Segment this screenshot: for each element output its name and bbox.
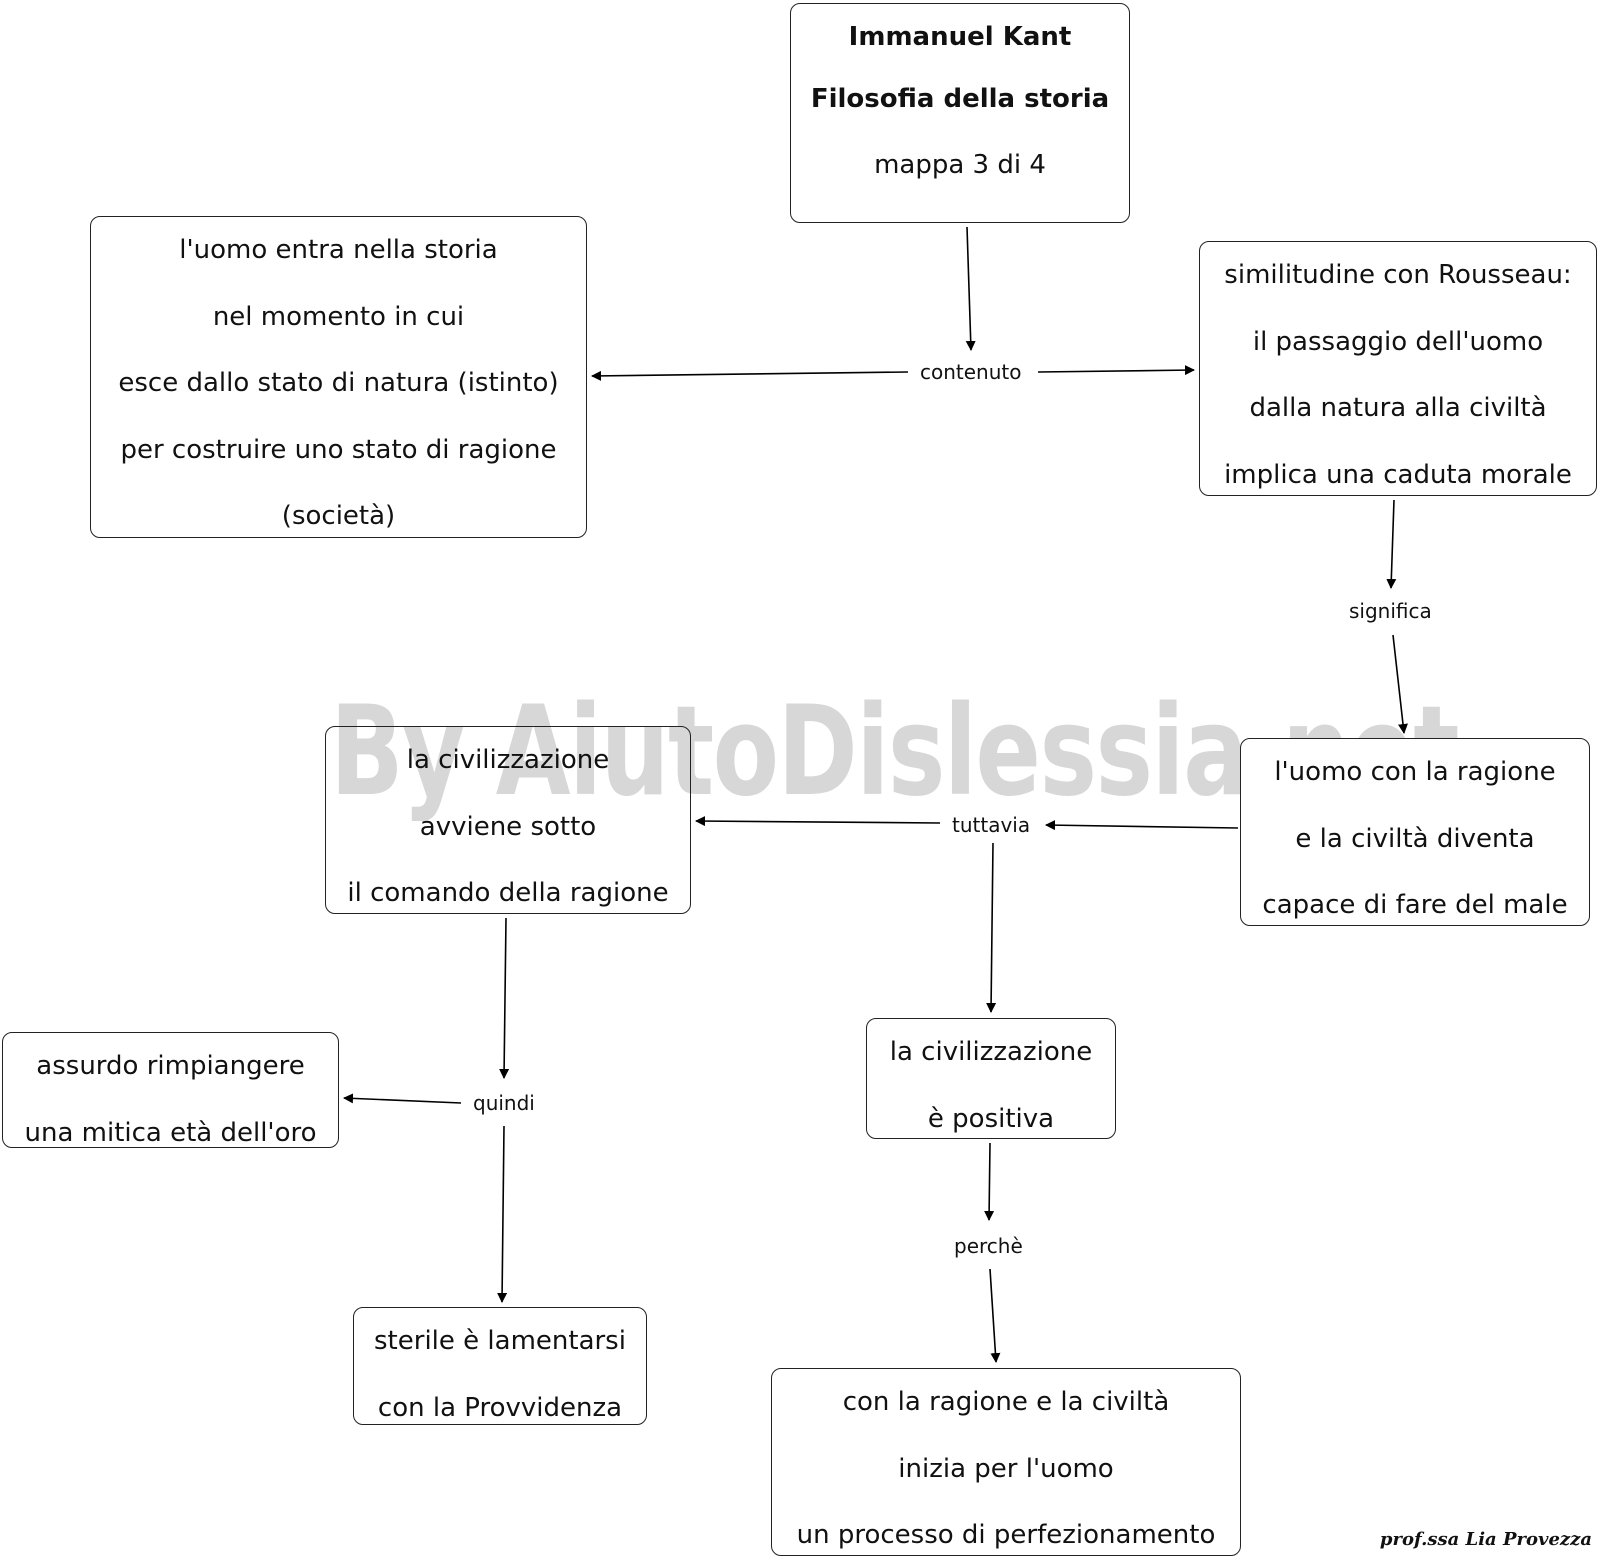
node-line: il comando della ragione — [347, 878, 669, 908]
node-line: inizia per l'uomo — [898, 1453, 1114, 1484]
link-contenuto-rousseau — [1037, 365, 1195, 376]
node-line: la civilizzazione — [406, 745, 610, 775]
link-label-contenuto: contenuto — [914, 359, 1028, 385]
node-rousseau: similitudine con Rousseau: il passaggio … — [1199, 241, 1597, 496]
node-line: la civilizzazione — [889, 1037, 1093, 1067]
node-line: con la Provvidenza — [377, 1392, 623, 1423]
node-title: Immanuel Kant Filosofia della storia map… — [790, 3, 1130, 223]
link-rousseau-significa — [1386, 499, 1397, 589]
link-contenuto-stato-natura — [591, 370, 909, 381]
node-title-subheading: Filosofia della storia — [810, 84, 1110, 114]
node-line: sterile è lamentarsi — [374, 1326, 626, 1356]
node-line: implica una caduta morale — [1224, 459, 1572, 490]
node-eta-oro: assurdo rimpiangere una mitica età dell'… — [2, 1032, 339, 1148]
link-tuttavia-positiva — [986, 842, 997, 1013]
node-line: e la civiltà diventa — [1295, 823, 1535, 854]
link-label-significa: significa — [1343, 598, 1438, 624]
node-line: avviene sotto — [419, 811, 597, 842]
link-label-quindi: quindi — [467, 1090, 541, 1116]
link-quindi-provvidenza — [497, 1125, 508, 1303]
link-comando-quindi — [499, 917, 510, 1079]
link-title-contenuto — [965, 226, 976, 351]
node-line: l'uomo con la ragione — [1274, 757, 1556, 787]
link-significa-male — [1392, 634, 1408, 734]
node-positiva: la civilizzazione è positiva — [866, 1018, 1116, 1139]
node-stato-natura: l'uomo entra nella storia nel momento in… — [90, 216, 587, 538]
node-line: dalla natura alla civiltà — [1249, 393, 1547, 423]
link-perche-perfezionamento — [989, 1268, 1001, 1363]
node-title-map-number: mappa 3 di 4 — [874, 150, 1046, 180]
node-line: (società) — [281, 501, 396, 531]
node-line: l'uomo entra nella storia — [179, 235, 498, 265]
node-line: è positiva — [927, 1103, 1055, 1134]
link-male-tuttavia — [1045, 820, 1239, 831]
link-label-perche: perchè — [948, 1233, 1029, 1259]
node-line: similitudine con Rousseau: — [1224, 260, 1572, 290]
link-quindi-eta-oro — [343, 1093, 462, 1104]
node-provvidenza: sterile è lamentarsi con la Provvidenza — [353, 1307, 647, 1425]
author-signature: prof.ssa Lia Provezza — [1379, 1529, 1592, 1550]
link-label-tuttavia: tuttavia — [946, 812, 1037, 838]
node-line: con la ragione e la civiltà — [842, 1387, 1170, 1417]
node-line: il passaggio dell'uomo — [1252, 326, 1544, 357]
node-perfezionamento: con la ragione e la civiltà inizia per l… — [771, 1368, 1241, 1556]
node-line: assurdo rimpiangere — [36, 1051, 305, 1081]
node-title-heading: Immanuel Kant — [848, 22, 1072, 52]
link-positiva-perche — [984, 1142, 995, 1221]
node-line: nel momento in cui — [212, 301, 465, 332]
node-line: esce dallo stato di natura (istinto) — [118, 368, 559, 398]
node-line: capace di fare del male — [1262, 890, 1568, 920]
node-line: una mitica età dell'oro — [24, 1117, 317, 1148]
node-line: un processo di perfezionamento — [796, 1520, 1216, 1550]
node-male: l'uomo con la ragione e la civiltà diven… — [1240, 738, 1590, 926]
link-tuttavia-comando — [695, 816, 941, 827]
node-comando-ragione: la civilizzazione avviene sotto il coman… — [325, 726, 691, 914]
node-line: per costruire uno stato di ragione — [120, 434, 557, 465]
